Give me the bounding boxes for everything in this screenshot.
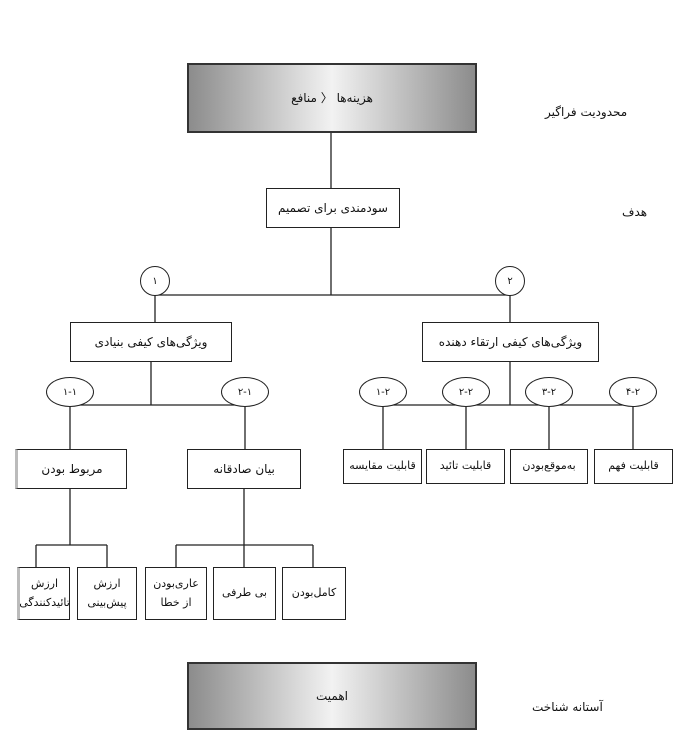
completeness-box: کامل‌بودن	[282, 567, 346, 620]
node-4-2: ۴-۲	[609, 377, 657, 407]
recognition-threshold-label: آستانه شناخت	[532, 700, 603, 714]
neutrality-box: بی طرفی	[213, 567, 276, 620]
enhancing-qualities-box: ویژگی‌های کیفی ارتقاء دهنده	[422, 322, 599, 362]
pervasive-constraint-label: محدودیت فراگیر	[545, 105, 628, 119]
fundamental-qualities-box: ویژگی‌های کیفی بنیادی	[70, 322, 232, 362]
node-1: ۱	[140, 266, 170, 296]
node-1-2: ۱-۲	[359, 377, 407, 407]
node-2-2: ۲-۲	[442, 377, 490, 407]
materiality-box: اهمیت	[187, 662, 477, 730]
node-2: ۲	[495, 266, 525, 296]
node-3-2: ۳-۲	[525, 377, 573, 407]
verifiability-box: قابلیت تائید	[426, 449, 505, 484]
relevance-box: مربوط بودن	[15, 449, 127, 489]
node-1-1: ۱-۱	[46, 377, 94, 407]
goal-label: هدف	[622, 205, 648, 219]
faithful-representation-box: بیان صادقانه	[187, 449, 301, 489]
confirmatory-value-box: ارزش تائیدکنندگی	[17, 567, 70, 620]
predictive-value-box: ارزش پیش‌بینی	[77, 567, 137, 620]
decision-usefulness-box: سودمندی برای تصمیم	[266, 188, 400, 228]
free-from-error-box: عاری‌بودن از خطا	[145, 567, 207, 620]
comparability-box: قابلیت مقایسه	[343, 449, 422, 484]
timeliness-box: به‌موقع‌بودن	[510, 449, 588, 484]
understandability-box: قابلیت فهم	[594, 449, 673, 484]
cost-benefit-box: هزینه‌ها 〈 منافع	[187, 63, 477, 133]
node-2-1: ۲-۱	[221, 377, 269, 407]
